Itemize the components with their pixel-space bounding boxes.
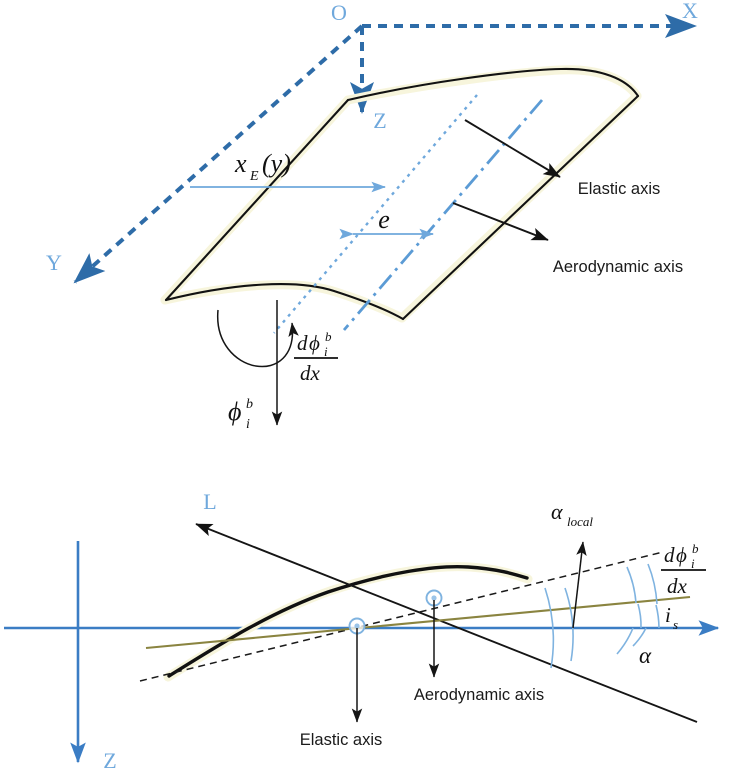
aerodynamic-axis-label-bottom: Aerodynamic axis [414, 686, 544, 704]
xe-label-group: x E (y) [234, 149, 291, 184]
twist-rate-arc-outer [647, 563, 658, 605]
lift-vector-arrow [195, 523, 581, 677]
alpha-local-symbol: α [551, 499, 563, 524]
alpha-symbol: α [639, 643, 652, 668]
elastic-axis-leader-top [464, 119, 561, 178]
elastic-axis-node-dot [354, 623, 360, 629]
twist-rate-denom-top: dx [300, 361, 321, 385]
incidence-arc [637, 603, 642, 629]
twist-rate-arc [626, 566, 637, 604]
wing-outline [164, 67, 640, 321]
twist-rate-d-top: d [297, 331, 308, 355]
phi-rotation-symbol-top: ϕ i b [228, 397, 253, 432]
alpha-local-leader [572, 541, 587, 629]
angle-arcs [544, 563, 660, 669]
alpha-local-callout: α local [551, 499, 593, 629]
elastic-axis-node-group: Elastic axis [300, 617, 383, 749]
zero-lift-chord-line [145, 595, 691, 650]
lift-label: L [203, 489, 216, 514]
alpha-local-arc-outer [544, 587, 555, 669]
twist-rate-sub-top: i [324, 344, 328, 359]
wing-upper-surface-curve [346, 67, 640, 102]
incidence-angle-label: i s [665, 603, 678, 632]
alpha-local-arc [564, 587, 574, 662]
twist-rate-sub-bottom: i [691, 556, 695, 571]
alpha-local-subscript: local [567, 514, 593, 529]
global-coordinate-frame: O X Y Z [46, 0, 698, 284]
aerodynamic-axis-leader-top [452, 202, 549, 241]
elastic-axis-label-top: Elastic axis [578, 180, 661, 198]
origin-label: O [331, 0, 347, 25]
twist-rate-d-bottom: d [664, 543, 675, 567]
xe-subscript: E [249, 169, 259, 184]
e-symbol: e [378, 205, 390, 234]
xe-symbol: x [234, 149, 247, 178]
torsion-indicators [217, 300, 299, 426]
alpha-arc-outer [616, 627, 634, 655]
wing-lower-surface-curve [164, 283, 405, 321]
elastic-axis-label-bottom: Elastic axis [300, 731, 383, 749]
twist-rate-phi-bottom: ϕ [676, 543, 687, 567]
rotation-arc-arrow [217, 309, 299, 368]
deformed-chord-dashed-line [139, 551, 664, 682]
twist-rate-fraction-bottom: d ϕ b i dx [661, 541, 706, 598]
aerodynamic-axis-node-dot [431, 595, 437, 601]
phi-sub-top: i [246, 417, 250, 432]
aerodynamic-axis-label-top: Aerodynamic axis [553, 258, 683, 276]
aerodynamic-axis-line-3d [342, 99, 544, 331]
aerodynamic-axis-node-group: Aerodynamic axis [414, 589, 544, 704]
wing-glow-highlight [160, 65, 642, 323]
incidence-arc-outer [655, 604, 660, 629]
incidence-symbol: i [665, 603, 671, 627]
x-axis-label: X [682, 0, 698, 23]
phi-symbol-top: ϕ [228, 397, 241, 426]
aerodynamic-axis-callout-top: Aerodynamic axis [452, 202, 683, 276]
elastic-axis-callout-top: Elastic axis [464, 119, 661, 198]
alpha-arc [632, 627, 647, 647]
bottom-z-axis-label: Z [103, 748, 116, 773]
phi-sup-top: b [246, 397, 253, 412]
xe-argument: (y) [262, 149, 291, 178]
y-axis-label: Y [46, 250, 62, 275]
twist-rate-denom-bottom: dx [667, 574, 688, 598]
top-panel: O X Y Z x [46, 0, 698, 432]
twist-rate-fraction-top: d ϕ b i dx [294, 329, 338, 385]
twist-rate-sup-bottom: b [692, 541, 699, 556]
incidence-subscript: s [673, 617, 678, 632]
twist-rate-sup-top: b [325, 329, 332, 344]
bottom-panel: Z L α [4, 489, 720, 773]
freestream-line-extension [579, 675, 698, 723]
wing-tip-edge [401, 94, 640, 321]
y-axis-arrow [73, 24, 364, 284]
twist-rate-phi-top: ϕ [309, 331, 320, 355]
wing-root-edge [164, 98, 350, 302]
z-axis-label: Z [373, 108, 386, 133]
